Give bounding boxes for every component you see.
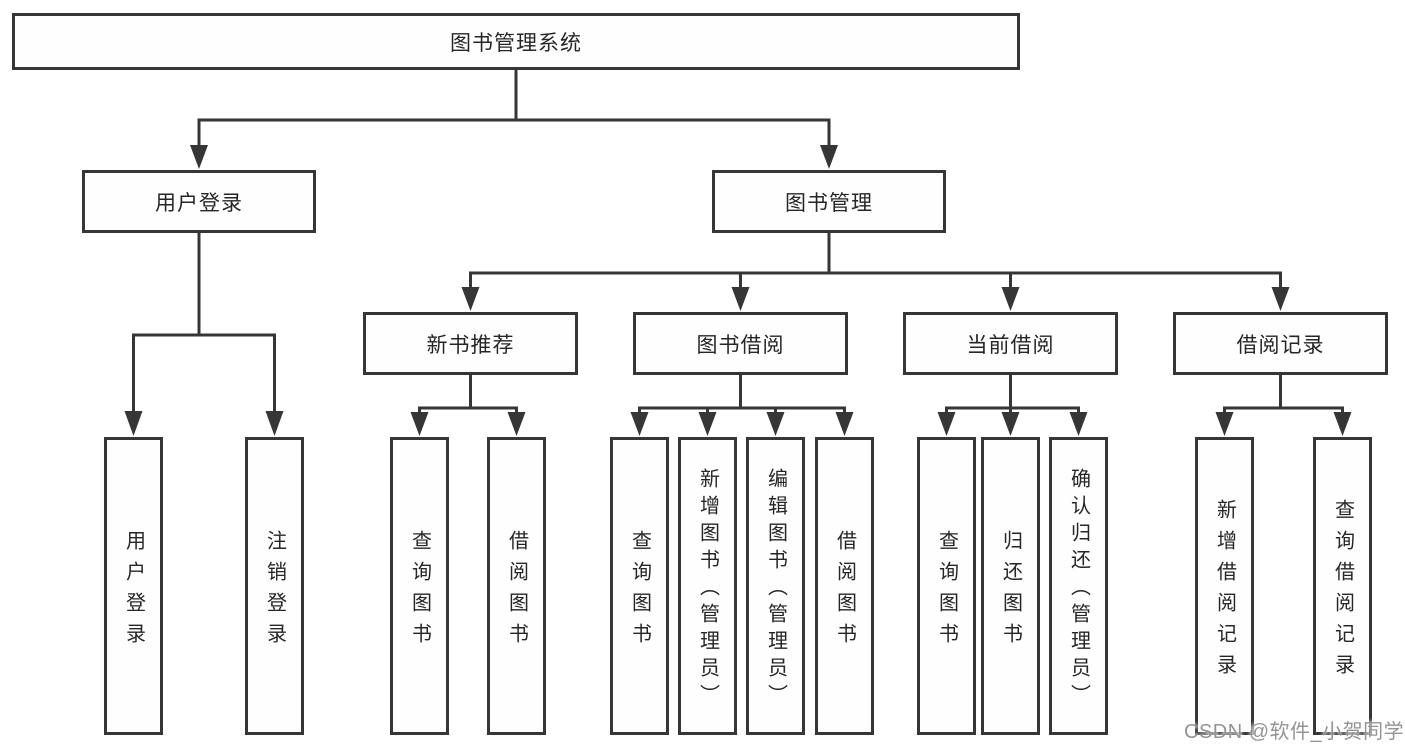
leaf-add-borrow-record: 新增借阅记录 [1195,437,1254,735]
leaf-newbook-query-books-label: 查询图书 [408,529,431,654]
node-user-login: 用户登录 [82,170,316,233]
leaf-borrow-query-books-label: 查询图书 [628,529,651,654]
leaf-newbook-query-books: 查询图书 [390,437,449,735]
leaf-query-borrow-record-label: 查询借阅记录 [1331,498,1354,685]
leaf-confirm-return-admin-label: 确认归还（管理员） [1067,468,1090,711]
leaf-current-query-books-label: 查询图书 [935,529,958,654]
leaf-borrow-query-books: 查询图书 [610,437,669,735]
connector-borrow-records [1215,375,1352,436]
node-book-borrow: 图书借阅 [633,312,848,375]
leaf-query-borrow-record: 查询借阅记录 [1313,437,1372,735]
leaf-newbook-borrow-books-label: 借阅图书 [505,529,528,654]
node-new-book-recommend-label: 新书推荐 [426,333,515,357]
leaf-return-books: 归还图书 [981,437,1040,735]
leaf-user-login: 用户登录 [104,437,163,735]
leaf-logout: 注销登录 [245,437,304,735]
connector-book-management [461,233,1290,311]
node-borrow-records-label: 借阅记录 [1236,333,1325,357]
node-book-management-label: 图书管理 [785,191,873,215]
leaf-add-books-admin: 新增图书（管理员） [678,437,737,735]
node-borrow-records: 借阅记录 [1173,312,1388,375]
node-current-borrow-label: 当前借阅 [966,333,1055,357]
leaf-confirm-return-admin: 确认归还（管理员） [1049,437,1108,735]
leaf-newbook-borrow-books: 借阅图书 [487,437,546,735]
connector-user-login [124,233,284,436]
connector-book-borrow [630,375,854,436]
leaf-add-borrow-record-label: 新增借阅记录 [1213,498,1236,685]
node-book-borrow-label: 图书借阅 [696,333,785,357]
leaf-edit-books-admin-label: 编辑图书（管理员） [764,468,787,711]
leaf-add-books-admin-label: 新增图书（管理员） [696,468,719,711]
node-new-book-recommend: 新书推荐 [363,312,578,375]
csdn-watermark: CSDN @软件_小贺同学 [1184,721,1405,743]
leaf-borrow-books: 借阅图书 [815,437,874,735]
leaf-user-login-label: 用户登录 [122,529,145,654]
connector-new-book [410,375,526,436]
leaf-current-query-books: 查询图书 [917,437,976,735]
leaf-return-books-label: 归还图书 [999,529,1022,654]
connector-current-borrow [937,375,1088,436]
leaf-logout-label: 注销登录 [263,529,286,654]
leaf-borrow-books-label: 借阅图书 [833,529,856,654]
node-root: 图书管理系统 [12,13,1020,70]
node-root-label: 图书管理系统 [450,31,582,55]
connector-root [190,70,838,169]
leaf-edit-books-admin: 编辑图书（管理员） [746,437,805,735]
node-book-management: 图书管理 [712,170,946,233]
node-current-borrow: 当前借阅 [903,312,1118,375]
node-user-login-label: 用户登录 [155,191,243,215]
